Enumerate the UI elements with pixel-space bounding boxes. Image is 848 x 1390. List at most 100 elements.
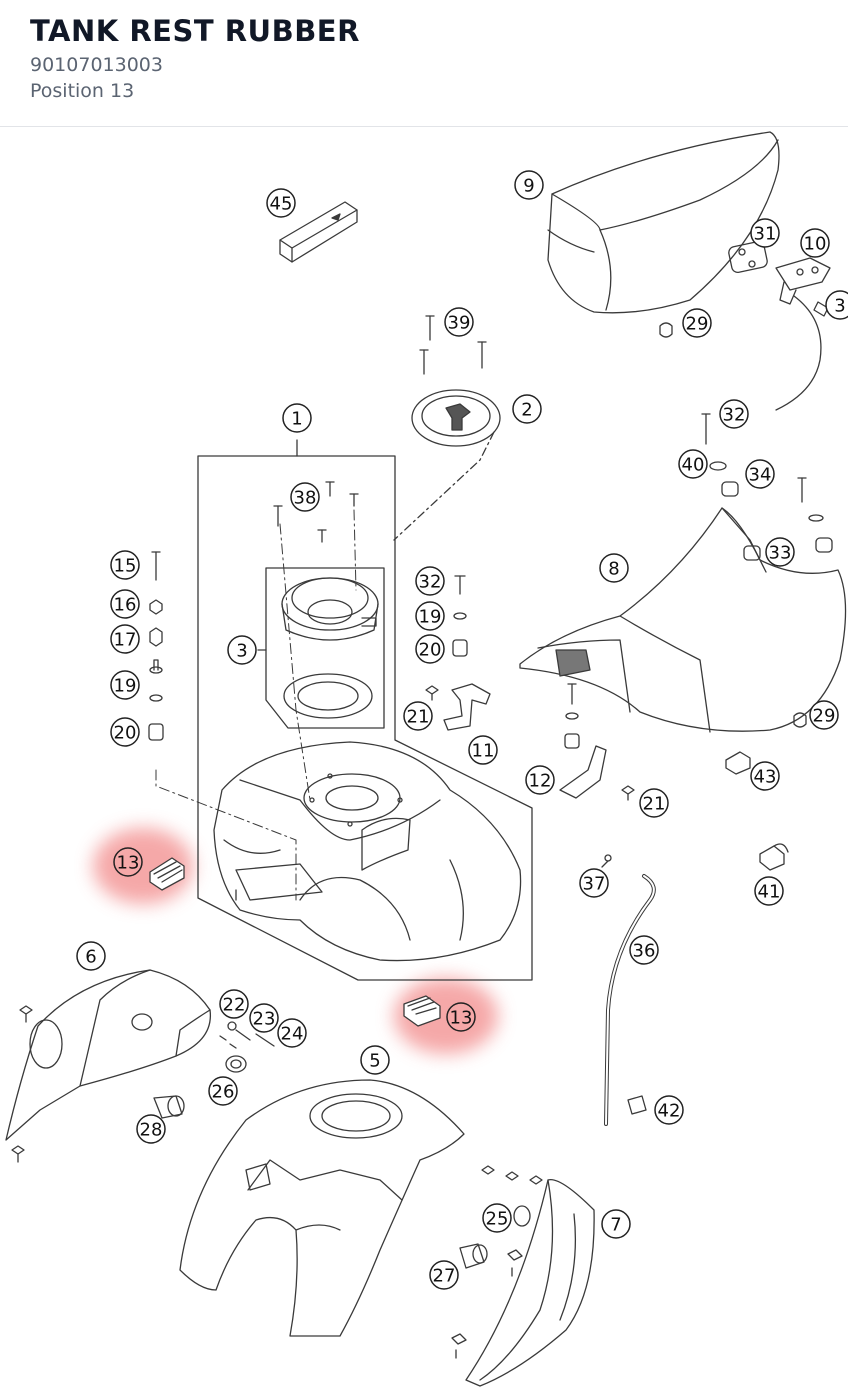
svg-text:21: 21 [643, 794, 666, 815]
svg-text:38: 38 [294, 488, 317, 509]
svg-text:32: 32 [723, 405, 746, 426]
svg-text:33: 33 [769, 543, 792, 564]
callout-32-center: 32 [415, 566, 445, 596]
callout-2: 2 [512, 394, 542, 424]
part-13-tank-rest-rubber-left [149, 857, 185, 891]
rear-right-hardware [797, 477, 833, 553]
callout-37: 37 [579, 868, 609, 898]
svg-text:19: 19 [419, 607, 442, 628]
part-16-nut [149, 599, 163, 615]
svg-text:29: 29 [686, 314, 709, 335]
assembly-lines [155, 509, 357, 901]
svg-text:9: 9 [523, 176, 534, 197]
part-33-grommet [743, 545, 761, 561]
callout-19-center: 19 [415, 601, 445, 631]
callout-38: 38 [290, 482, 320, 512]
callout-15: 15 [110, 550, 140, 580]
part-1-fuel-tank-box [197, 455, 533, 981]
svg-text:31: 31 [754, 224, 777, 245]
callout-3: 3 [227, 635, 257, 665]
part-19-washer-center [453, 612, 467, 620]
callout-8: 8 [599, 553, 629, 583]
svg-text:16: 16 [114, 595, 137, 616]
part-1-fuel-tank [213, 741, 522, 962]
svg-text:12: 12 [529, 771, 552, 792]
svg-text:7: 7 [610, 1215, 621, 1236]
callout-19-left: 19 [110, 670, 140, 700]
part-32-bolt-right [701, 413, 711, 445]
svg-text:15: 15 [114, 556, 137, 577]
callout-26: 26 [208, 1076, 238, 1106]
part-40-washer [709, 461, 727, 471]
svg-text:6: 6 [85, 947, 96, 968]
svg-text:21: 21 [407, 707, 430, 728]
callout-10: 10 [800, 228, 830, 258]
svg-text:27: 27 [433, 1266, 456, 1287]
part-20-grommet-left [148, 723, 164, 741]
header-divider [0, 126, 848, 127]
svg-text:43: 43 [754, 767, 777, 788]
part-21-screw-right [621, 785, 635, 801]
callout-33: 33 [765, 537, 795, 567]
part-31-lock [728, 241, 768, 273]
exploded-parts-diagram: 45 9 31 10 3 39 29 2 1 32 40 34 38 33 8 … [0, 127, 848, 1390]
callout-36: 36 [629, 935, 659, 965]
callout-5: 5 [360, 1045, 390, 1075]
svg-text:13: 13 [450, 1008, 473, 1029]
part-15-bolt [151, 551, 161, 581]
part-20-grommet-center [452, 639, 468, 657]
part-12-bracket [559, 683, 607, 799]
svg-text:3: 3 [834, 296, 845, 317]
part-22-24-fasteners [219, 1021, 275, 1049]
callout-42: 42 [654, 1095, 684, 1125]
callout-43: 43 [750, 761, 780, 791]
svg-text:23: 23 [253, 1009, 276, 1030]
callout-11: 11 [468, 735, 498, 765]
svg-text:41: 41 [758, 882, 781, 903]
svg-text:17: 17 [114, 630, 137, 651]
svg-text:13: 13 [117, 853, 140, 874]
svg-text:40: 40 [682, 455, 705, 476]
callout-23: 23 [249, 1003, 279, 1033]
part-34-grommet [721, 481, 739, 497]
callout-21-right: 21 [639, 788, 669, 818]
callout-21-left: 21 [403, 701, 433, 731]
callout-16: 16 [110, 589, 140, 619]
callout-31: 31 [750, 218, 780, 248]
part-29-bumper-right [793, 712, 807, 728]
part-38-screws [273, 481, 359, 543]
svg-text:10: 10 [804, 234, 827, 255]
svg-text:24: 24 [281, 1024, 304, 1045]
callout-13-left: 13 [113, 847, 143, 877]
svg-text:32: 32 [419, 572, 442, 593]
part-8-rider-seat [519, 507, 847, 733]
part-7-right-side-cover [465, 1178, 595, 1387]
callout-9: 9 [514, 170, 544, 200]
callout-41: 41 [754, 876, 784, 906]
svg-text:42: 42 [658, 1101, 681, 1122]
part-29-bumper-top [659, 322, 673, 338]
svg-text:37: 37 [583, 874, 606, 895]
part-9-pillion-seat [547, 131, 780, 314]
part-10-seat-lock [775, 257, 831, 411]
part-28-spacer [153, 1095, 185, 1119]
part-36-hose [604, 874, 656, 1126]
svg-text:11: 11 [472, 741, 495, 762]
callout-1: 1 [282, 403, 312, 433]
callout-34: 34 [745, 459, 775, 489]
callout-20-left: 20 [110, 717, 140, 747]
part-6-left-side-cover [5, 969, 212, 1163]
svg-text:19: 19 [114, 676, 137, 697]
svg-text:34: 34 [749, 465, 772, 486]
part-19-washer-left [149, 659, 163, 702]
svg-text:2: 2 [521, 400, 532, 421]
svg-text:20: 20 [419, 640, 442, 661]
part-5-tank-cover [179, 1079, 465, 1337]
callout-20-center: 20 [415, 634, 445, 664]
part-3-fuel-pump [281, 577, 379, 719]
part-13-tank-rest-rubber-right [403, 995, 441, 1027]
svg-text:29: 29 [813, 706, 836, 727]
part-25-27-spacers [451, 1165, 543, 1359]
callout-22: 22 [219, 989, 249, 1019]
part-title: TANK REST RUBBER [30, 14, 360, 48]
